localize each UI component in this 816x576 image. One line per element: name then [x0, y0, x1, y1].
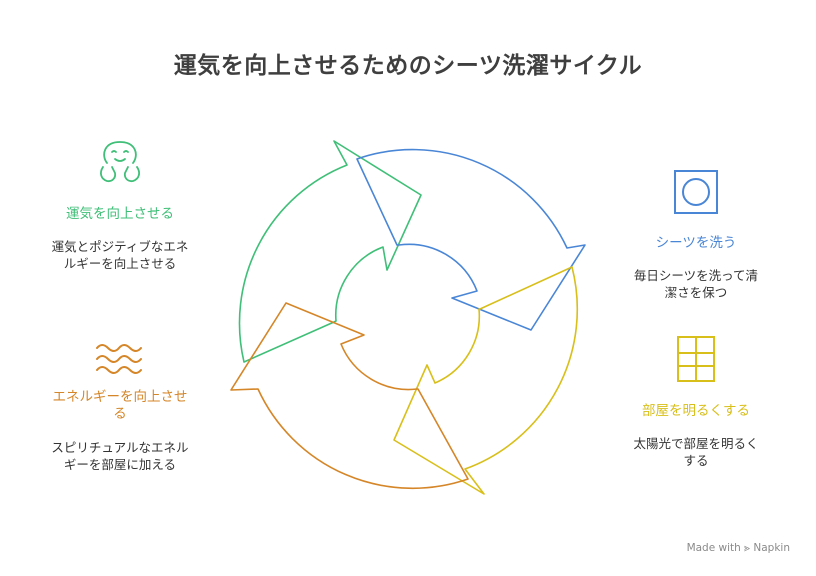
cycle-arrow-orange: [230, 302, 469, 490]
step-energy-text: スピリチュアルなエネルギーを部屋に加える: [51, 440, 189, 472]
washing-machine-icon: [674, 170, 718, 214]
cycle-arrow-yellow: [393, 266, 579, 495]
step-brighten-block: 部屋を明るくする 太陽光で部屋を明るくする: [620, 399, 772, 469]
step-luck-block: 運気を向上させる 運気とポジティブなエネルギーを向上させる: [44, 202, 196, 272]
cycle-arrow-green: [238, 140, 422, 363]
step-energy-block: エネルギーを向上させる スピリチュアルなエネルギーを部屋に加える: [44, 389, 196, 473]
step-luck-text: 運気とポジティブなエネルギーを向上させる: [51, 239, 189, 271]
smiling-hug-icon: [100, 141, 140, 183]
step-wash-heading: シーツを洗う: [655, 235, 737, 251]
step-luck-heading: 運気を向上させる: [66, 206, 174, 222]
cycle-arrow-blue: [356, 148, 586, 331]
step-brighten-heading: 部屋を明るくする: [642, 403, 750, 419]
energy-waves-icon: [96, 344, 142, 374]
window-icon: [677, 336, 715, 382]
page-title: 運気を向上させるためのシーツ洗濯サイクル: [173, 53, 643, 79]
step-brighten-text: 太陽光で部屋を明るくする: [633, 436, 759, 468]
step-wash-text: 毎日シーツを洗って清潔さを保つ: [633, 268, 759, 300]
step-wash-block: シーツを洗う 毎日シーツを洗って清潔さを保つ: [620, 231, 772, 301]
step-energy-heading: エネルギーを向上させる: [52, 389, 188, 422]
footer-credit: Made with ⪢ Napkin: [686, 542, 790, 554]
